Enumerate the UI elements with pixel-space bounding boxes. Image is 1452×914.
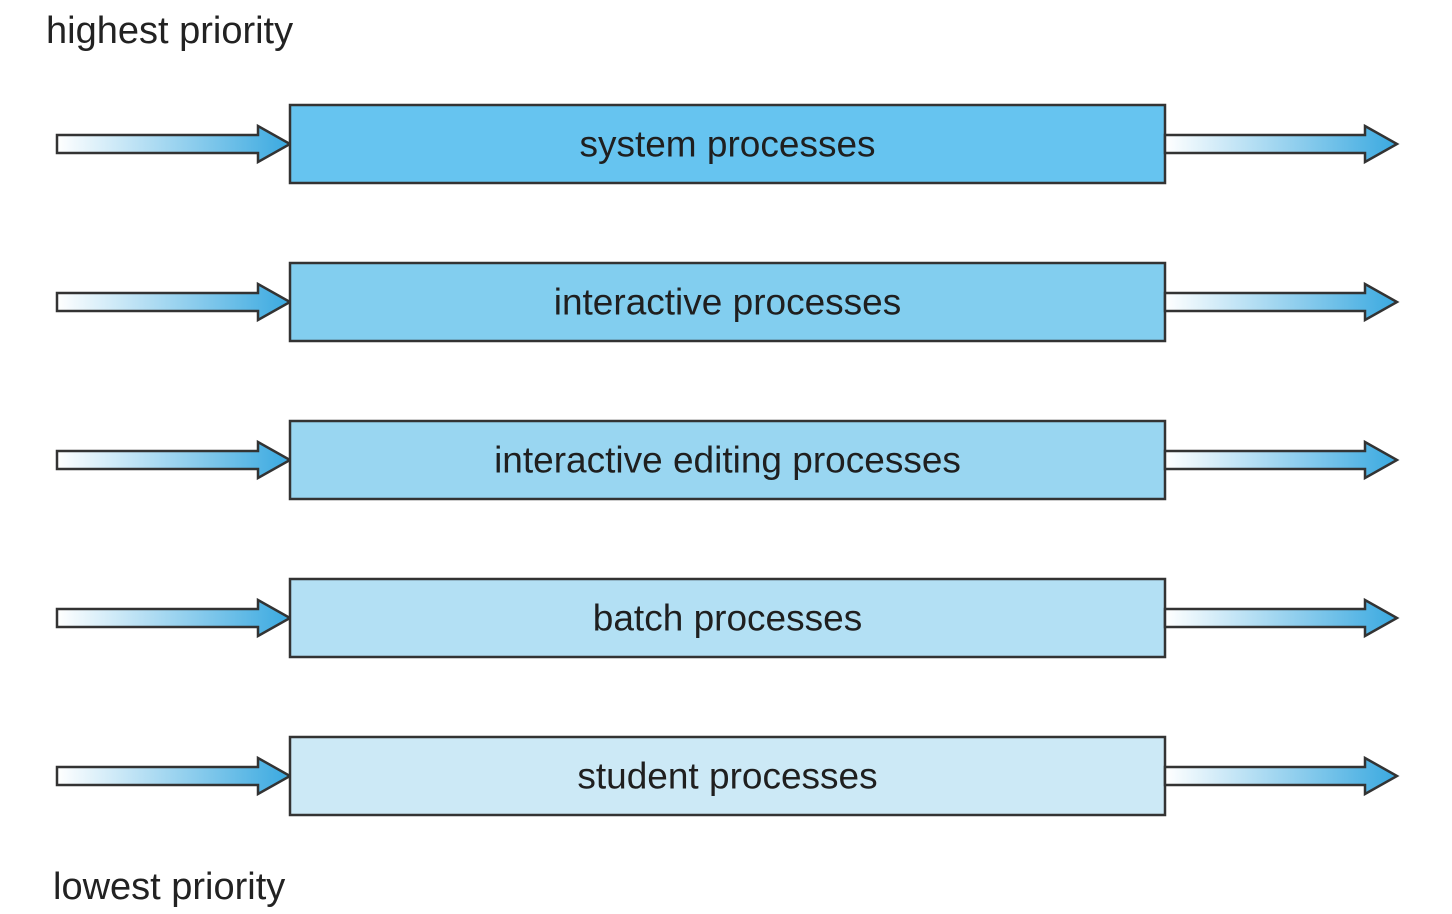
- outgoing-arrow-icon: [1163, 439, 1400, 481]
- queue-row: interactive processes: [55, 261, 1400, 343]
- queue-box: [288, 103, 1167, 185]
- outgoing-arrow-icon: [1163, 597, 1400, 639]
- queue-box: [288, 735, 1167, 817]
- queue-label: interactive editing processes: [494, 440, 961, 481]
- queue-rows: system processes interactive processes int…: [55, 103, 1400, 817]
- queue-box: [288, 261, 1167, 343]
- queue-label: batch processes: [593, 598, 862, 639]
- outgoing-arrow-icon: [1163, 123, 1400, 165]
- queue-label: system processes: [579, 124, 875, 165]
- incoming-arrow-icon: [55, 755, 293, 797]
- outgoing-arrow-icon: [1163, 755, 1400, 797]
- incoming-arrow-icon: [55, 123, 293, 165]
- queue-label: interactive processes: [554, 282, 902, 323]
- incoming-arrow-icon: [55, 281, 293, 323]
- queue-row: batch processes: [55, 577, 1400, 659]
- outgoing-arrow-icon: [1163, 281, 1400, 323]
- queue-row: system processes: [55, 103, 1400, 185]
- highest-priority-label: highest priority: [46, 10, 294, 52]
- lowest-priority-label: lowest priority: [53, 866, 286, 908]
- incoming-arrow-icon: [55, 439, 293, 481]
- queue-row: interactive editing processes: [55, 419, 1400, 501]
- queue-box: [288, 577, 1167, 659]
- queue-box: [288, 419, 1167, 501]
- queue-label: student processes: [577, 756, 877, 797]
- queue-row: student processes: [55, 735, 1400, 817]
- incoming-arrow-icon: [55, 597, 293, 639]
